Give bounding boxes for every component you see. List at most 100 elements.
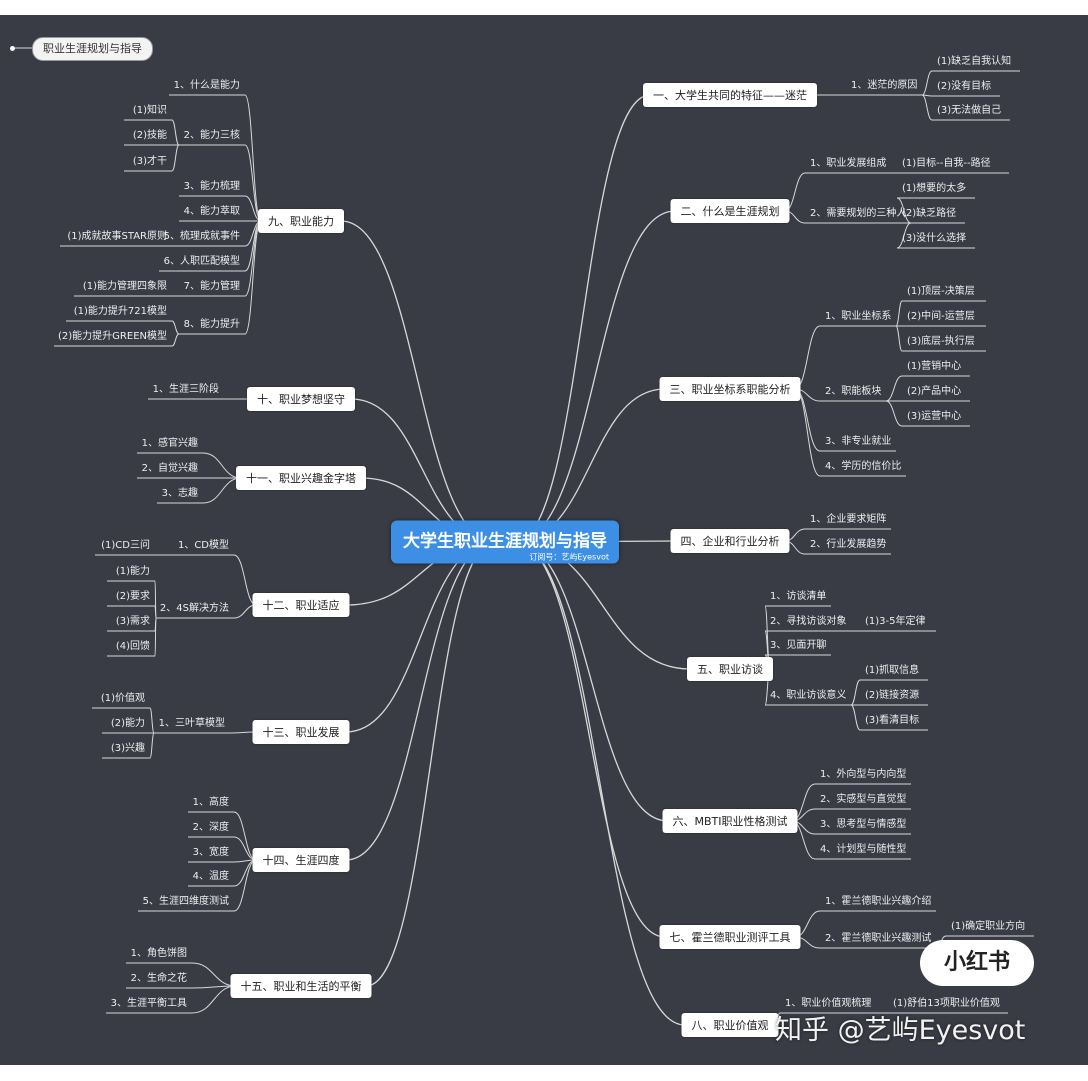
mindmap-canvas: 一、大学生共同的特征——迷茫 1、迷茫的原因 (1)缺乏自我认知 (2)没有目标 (3)… bbox=[0, 15, 1088, 1065]
topic-right-5-2[interactable]: 2、寻找访谈对象 bbox=[770, 616, 847, 627]
branch-left-10[interactable]: 十、职业梦想坚守 bbox=[247, 387, 355, 411]
topic-left-9-7[interactable]: 7、能力管理 bbox=[183, 281, 240, 292]
top-tag[interactable]: 职业生涯规划与指导 bbox=[32, 37, 153, 61]
subtopic-right-5-2-1[interactable]: (1)3-5年定律 bbox=[865, 616, 926, 627]
central-topic-subtitle: 订阅号：艺屿Eyesvot bbox=[529, 552, 609, 562]
subtopic-left-12-2-4[interactable]: (4)回馈 bbox=[115, 641, 150, 652]
subtopic-right-2-2-3[interactable]: (3)没什么选择 bbox=[902, 233, 967, 244]
topic-right-8-1[interactable]: 1、职业价值观梳理 bbox=[785, 998, 872, 1009]
topic-right-5-4[interactable]: 4、职业访谈意义 bbox=[770, 690, 847, 701]
topic-right-3-1[interactable]: 1、职业坐标系 bbox=[825, 311, 892, 322]
subtopic-right-3-2-3[interactable]: (3)运营中心 bbox=[907, 411, 962, 422]
branch-left-11[interactable]: 十一、职业兴趣金字塔 bbox=[236, 466, 366, 490]
topic-right-7-2[interactable]: 2、霍兰德职业兴趣测试 bbox=[825, 933, 932, 944]
branch-right-7[interactable]: 七、霍兰德职业测评工具 bbox=[659, 925, 801, 949]
topic-right-5-3[interactable]: 3、见面开聊 bbox=[770, 640, 827, 651]
subtopic-right-1-1-3[interactable]: (3)无法做自己 bbox=[937, 105, 1002, 116]
subtopic-right-3-2-1[interactable]: (1)营销中心 bbox=[907, 361, 962, 372]
topic-right-3-3[interactable]: 3、非专业就业 bbox=[825, 436, 892, 447]
subtopic-left-9-2-1[interactable]: (1)知识 bbox=[132, 105, 167, 116]
topic-left-10-1[interactable]: 1、生涯三阶段 bbox=[152, 384, 219, 395]
topic-left-11-1[interactable]: 1、感官兴趣 bbox=[141, 438, 198, 449]
branch-right-3[interactable]: 三、职业坐标系职能分析 bbox=[659, 377, 801, 401]
xiaohongshu-logo: 小红书 bbox=[920, 940, 1034, 986]
topic-right-6-1[interactable]: 1、外向型与内向型 bbox=[820, 769, 907, 780]
subtopic-left-13-1-2[interactable]: (2)能力 bbox=[110, 718, 145, 729]
branch-right-4[interactable]: 四、企业和行业分析 bbox=[670, 529, 790, 553]
topic-left-9-4[interactable]: 4、能力萃取 bbox=[183, 206, 240, 217]
topic-left-15-3[interactable]: 3、生涯平衡工具 bbox=[110, 998, 187, 1009]
subtopic-right-2-2-2[interactable]: (2)缺乏路径 bbox=[902, 208, 957, 219]
topic-right-3-4[interactable]: 4、学历的信价比 bbox=[825, 461, 902, 472]
subtopic-right-7-2-1[interactable]: (1)确定职业方向 bbox=[951, 921, 1026, 932]
subtopic-left-12-2-2[interactable]: (2)要求 bbox=[115, 591, 150, 602]
subtopic-left-9-8-2[interactable]: (2)能力提升GREEN模型 bbox=[58, 331, 167, 342]
branch-right-8[interactable]: 八、职业价值观 bbox=[681, 1013, 779, 1037]
topic-left-15-2[interactable]: 2、生命之花 bbox=[130, 973, 187, 984]
topic-left-15-1[interactable]: 1、角色饼图 bbox=[130, 948, 187, 959]
topic-left-14-1[interactable]: 1、高度 bbox=[192, 797, 229, 808]
subtopic-right-8-1-1[interactable]: (1)舒伯13项职业价值观 bbox=[893, 998, 1000, 1009]
topic-right-6-4[interactable]: 4、计划型与随性型 bbox=[820, 844, 907, 855]
topic-left-12-1[interactable]: 1、CD模型 bbox=[177, 540, 229, 551]
subtopic-left-9-5-1[interactable]: (1)成就故事STAR原则 bbox=[67, 231, 167, 242]
subtopic-left-9-2-2[interactable]: (2)技能 bbox=[132, 130, 167, 141]
branch-right-6[interactable]: 六、MBTI职业性格测试 bbox=[662, 809, 798, 833]
subtopic-left-13-1-1[interactable]: (1)价值观 bbox=[100, 693, 145, 704]
branch-left-13[interactable]: 十三、职业发展 bbox=[252, 720, 350, 744]
topic-right-1-1[interactable]: 1、迷茫的原因 bbox=[851, 80, 918, 91]
subtopic-left-9-2-3[interactable]: (3)才干 bbox=[132, 156, 167, 167]
subtopic-left-9-7-1[interactable]: (1)能力管理四象限 bbox=[82, 281, 167, 292]
branch-right-1[interactable]: 一、大学生共同的特征——迷茫 bbox=[643, 83, 817, 107]
branch-right-2[interactable]: 二、什么是生涯规划 bbox=[670, 199, 790, 223]
branch-left-15[interactable]: 十五、职业和生活的平衡 bbox=[230, 974, 372, 998]
central-topic-title: 大学生职业生涯规划与指导 bbox=[403, 531, 607, 552]
topic-left-14-5[interactable]: 5、生涯四维度测试 bbox=[142, 896, 229, 907]
topic-left-14-2[interactable]: 2、深度 bbox=[192, 822, 229, 833]
subtopic-right-5-4-3[interactable]: (3)看清目标 bbox=[865, 715, 920, 726]
topic-left-9-8[interactable]: 8、能力提升 bbox=[183, 319, 240, 330]
subtopic-left-12-2-1[interactable]: (1)能力 bbox=[115, 566, 150, 577]
subtopic-left-9-8-1[interactable]: (1)能力提升721模型 bbox=[73, 306, 167, 317]
branch-left-9[interactable]: 九、职业能力 bbox=[258, 209, 344, 233]
topic-left-12-2[interactable]: 2、4S解决方法 bbox=[159, 603, 229, 614]
subtopic-right-3-2-2[interactable]: (2)产品中心 bbox=[907, 386, 962, 397]
topic-right-7-1[interactable]: 1、霍兰德职业兴趣介绍 bbox=[825, 896, 932, 907]
topic-right-4-2[interactable]: 2、行业发展趋势 bbox=[810, 539, 887, 550]
topic-right-5-1[interactable]: 1、访谈清单 bbox=[770, 591, 827, 602]
subtopic-right-1-1-1[interactable]: (1)缺乏自我认知 bbox=[937, 56, 1012, 67]
topic-left-13-1[interactable]: 1、三叶草模型 bbox=[158, 718, 225, 729]
subtopic-left-12-2-3[interactable]: (3)需求 bbox=[115, 616, 150, 627]
subtopic-right-5-4-2[interactable]: (2)链接资源 bbox=[865, 690, 920, 701]
branch-left-14[interactable]: 十四、生涯四度 bbox=[252, 848, 350, 872]
subtopic-right-1-1-2[interactable]: (2)没有目标 bbox=[937, 81, 992, 92]
topic-left-9-5[interactable]: 5、梳理成就事件 bbox=[163, 231, 240, 242]
topic-right-2-2[interactable]: 2、需要规划的三种人 bbox=[810, 208, 907, 219]
topic-right-2-1[interactable]: 1、职业发展组成 bbox=[810, 158, 887, 169]
topic-right-4-1[interactable]: 1、企业要求矩阵 bbox=[810, 514, 887, 525]
zhihu-watermark: 知乎 @艺屿Eyesvot bbox=[775, 1015, 1026, 1046]
subtopic-right-3-1-1[interactable]: (1)顶层-决策层 bbox=[907, 286, 975, 297]
subtopic-right-3-1-2[interactable]: (2)中间-运营层 bbox=[907, 311, 975, 322]
subtopic-left-12-1-1[interactable]: (1)CD三问 bbox=[101, 540, 150, 551]
subtopic-right-2-2-1[interactable]: (1)想要的太多 bbox=[902, 183, 967, 194]
topic-right-6-2[interactable]: 2、实感型与直觉型 bbox=[820, 794, 907, 805]
subtopic-left-13-1-3[interactable]: (3)兴趣 bbox=[110, 743, 145, 754]
root-dot-icon bbox=[10, 46, 15, 51]
topic-left-14-4[interactable]: 4、温度 bbox=[192, 871, 229, 882]
topic-left-9-2[interactable]: 2、能力三核 bbox=[183, 130, 240, 141]
subtopic-right-3-1-3[interactable]: (3)底层-执行层 bbox=[907, 336, 975, 347]
topic-left-9-6[interactable]: 6、人职匹配模型 bbox=[163, 256, 240, 267]
topic-left-11-3[interactable]: 3、志趣 bbox=[161, 488, 198, 499]
topic-left-14-3[interactable]: 3、宽度 bbox=[192, 847, 229, 858]
topic-right-6-3[interactable]: 3、思考型与情感型 bbox=[820, 819, 907, 830]
branch-left-12[interactable]: 十二、职业适应 bbox=[252, 593, 350, 617]
central-topic[interactable]: 大学生职业生涯规划与指导 订阅号：艺屿Eyesvot bbox=[391, 520, 619, 564]
topic-left-9-3[interactable]: 3、能力梳理 bbox=[183, 181, 240, 192]
topic-right-3-2[interactable]: 2、职能板块 bbox=[825, 386, 882, 397]
topic-left-9-1[interactable]: 1、什么是能力 bbox=[173, 80, 240, 91]
subtopic-right-5-4-1[interactable]: (1)抓取信息 bbox=[865, 665, 920, 676]
branch-right-5[interactable]: 五、职业访谈 bbox=[687, 657, 773, 681]
topic-left-11-2[interactable]: 2、自觉兴趣 bbox=[141, 463, 198, 474]
subtopic-right-2-1-1[interactable]: (1)目标--自我--路径 bbox=[902, 158, 991, 169]
